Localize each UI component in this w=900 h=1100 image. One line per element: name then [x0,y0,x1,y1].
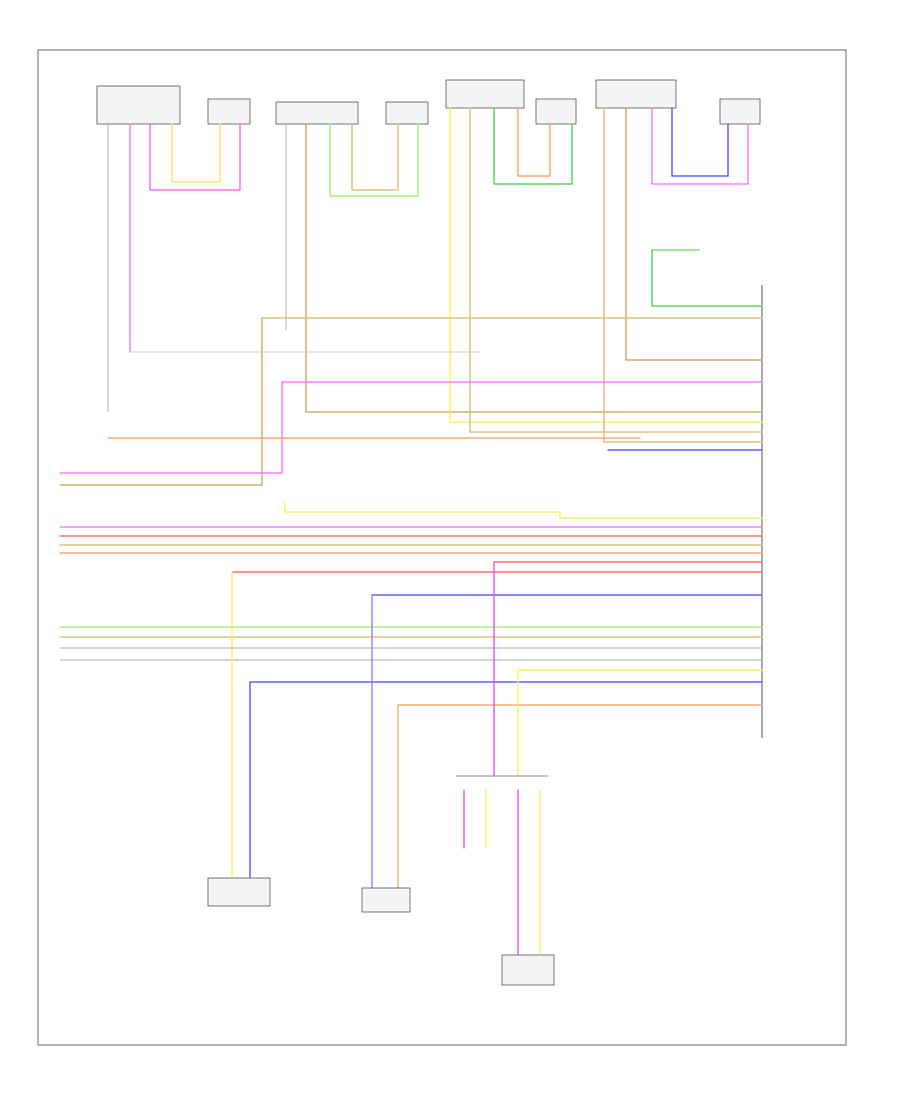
wire [671,107,729,177]
wires-lower-bus [59,502,763,706]
wire [284,502,763,519]
wire [59,381,283,474]
wires-right-front [107,123,241,412]
wires-to-bottom [231,561,548,959]
wire [651,107,749,185]
top-connectors [96,79,761,125]
bottom-connectors [207,877,555,986]
left-subwoofer-connector [207,877,271,907]
wire [651,249,763,307]
right-front-door-speaker-connector [96,85,181,125]
wires-right-rear [603,107,763,451]
right-rear-tweeter-connector [719,98,761,125]
wire [603,107,763,443]
rear-speaker-connector [361,887,411,913]
wire [625,107,763,361]
wire [329,123,419,197]
diagram-frame [37,49,847,1046]
left-front-door-speaker-connector [275,101,359,125]
wire [449,107,763,423]
wire [149,123,241,191]
wires-left-rear [449,107,763,433]
left-tweeter-connector [385,101,429,125]
rear-subwoofer-connector [501,954,555,986]
left-rear-tweeter-connector [535,98,577,125]
wire [59,317,263,486]
wires-left-front [285,123,763,413]
left-rear-door-speaker-connector [445,79,525,109]
wire [493,107,573,185]
wire [351,123,399,191]
right-rear-door-speaker-connector [595,79,677,109]
wire [517,107,551,177]
wire [469,107,763,433]
wires-upper-bus [59,317,763,486]
right-tweeter-connector [207,98,251,125]
wire [305,123,763,413]
wire [171,123,221,183]
